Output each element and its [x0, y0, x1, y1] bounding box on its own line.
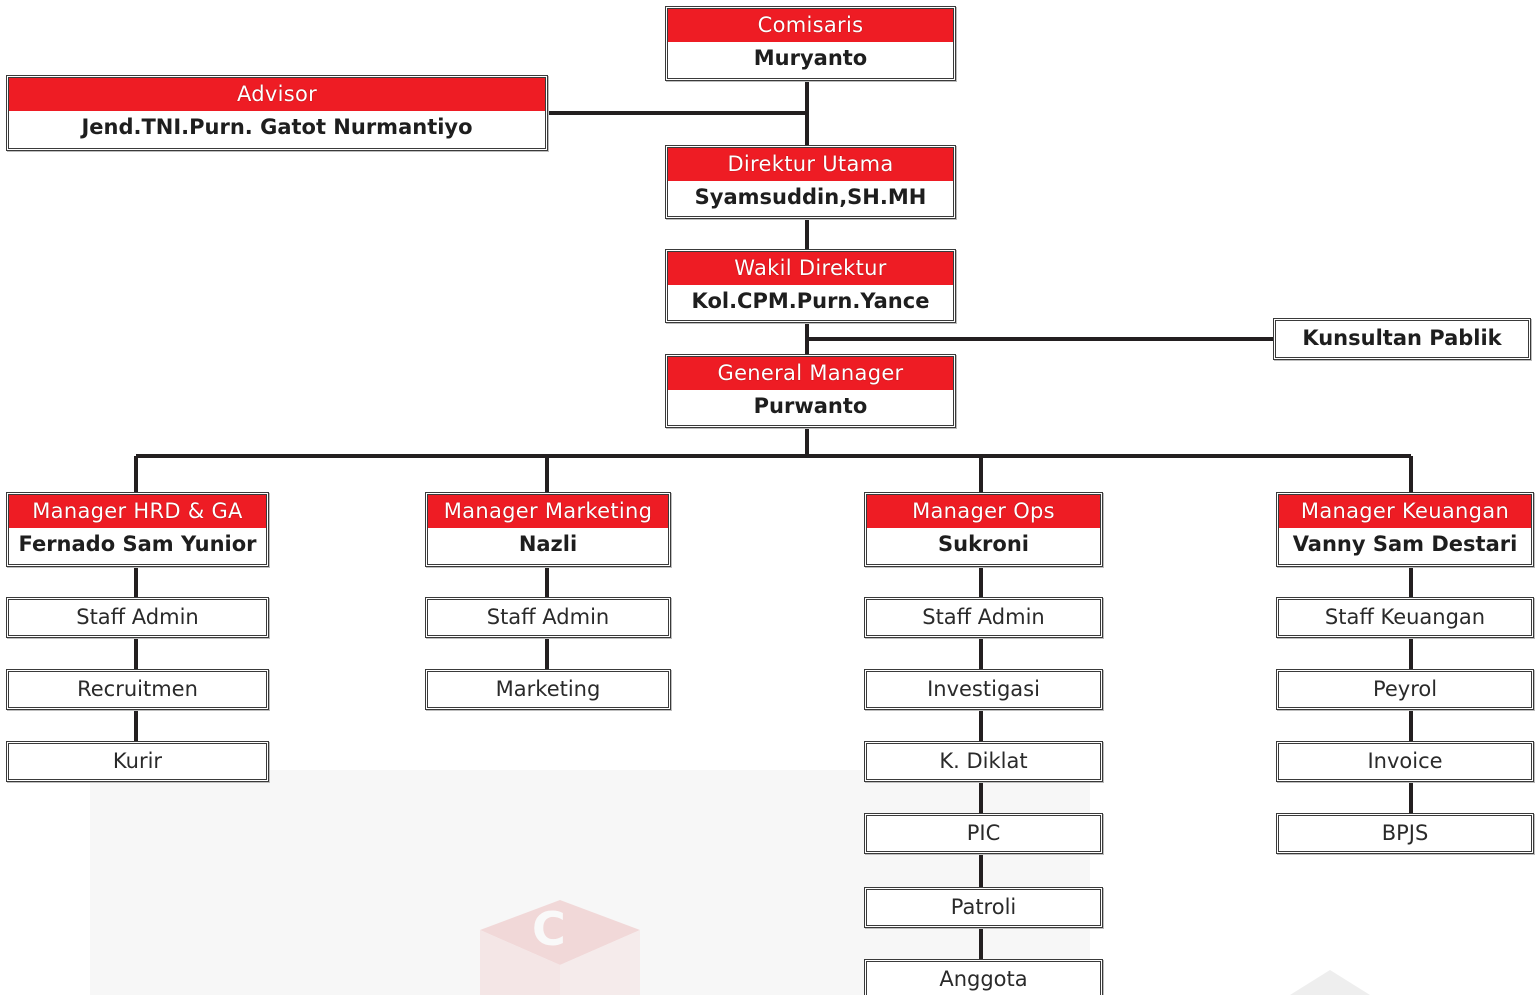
hrd-staff-box: Recruitmen [6, 669, 269, 710]
ops-staff-box: Anggota [864, 959, 1103, 995]
ops-staff-label: Investigasi [927, 677, 1040, 701]
wakil-direktur-name: Kol.CPM.Purn.Yance [691, 289, 930, 313]
keuangan-staff-box: Invoice [1276, 741, 1534, 782]
konsultan-box: Kunsultan Pablik [1273, 318, 1531, 360]
comisaris-title: Comisaris [668, 9, 953, 42]
keuangan-staff-label: Peyrol [1372, 677, 1438, 701]
wakil-direktur-title: Wakil Direktur [668, 252, 953, 285]
direktur-utama-name: Syamsuddin,SH.MH [694, 185, 927, 209]
keuangan-staff-box: BPJS [1276, 813, 1534, 854]
keuangan-staff-box: Staff Keuangan [1276, 597, 1534, 638]
ops-staff-box: Investigasi [864, 669, 1103, 710]
svg-text:C: C [532, 902, 566, 956]
manager-hrd-title: Manager HRD & GA [9, 495, 266, 528]
manager-marketing-box: Manager Marketing Nazli [425, 492, 671, 567]
marketing-staff-box: Marketing [425, 669, 671, 710]
manager-ops-name: Sukroni [938, 532, 1029, 556]
general-manager-box: General Manager Purwanto [665, 354, 956, 428]
marketing-staff-label: Marketing [495, 677, 601, 701]
ops-staff-box: K. Diklat [864, 741, 1103, 782]
keuangan-staff-label: Invoice [1367, 749, 1443, 773]
hrd-staff-box: Kurir [6, 741, 269, 782]
manager-marketing-title: Manager Marketing [428, 495, 668, 528]
ops-staff-label: K. Diklat [939, 749, 1028, 773]
ops-staff-label: Patroli [950, 895, 1017, 919]
keuangan-staff-label: Staff Keuangan [1324, 605, 1486, 629]
ops-staff-box: PIC [864, 813, 1103, 854]
konsultan-name: Kunsultan Pablik [1302, 326, 1502, 350]
manager-keuangan-box: Manager Keuangan Vanny Sam Destari [1276, 492, 1534, 567]
comisaris-name: Muryanto [753, 46, 868, 70]
marketing-staff-box: Staff Admin [425, 597, 671, 638]
ops-staff-box: Patroli [864, 887, 1103, 928]
ops-staff-label: Anggota [939, 967, 1028, 991]
manager-hrd-name: Fernado Sam Yunior [18, 532, 257, 556]
direktur-utama-title: Direktur Utama [668, 148, 953, 181]
comisaris-box: Comisaris Muryanto [665, 6, 956, 81]
keuangan-staff-label: BPJS [1381, 821, 1429, 845]
manager-keuangan-name: Vanny Sam Destari [1292, 532, 1518, 556]
ops-staff-label: Staff Admin [922, 605, 1045, 629]
manager-keuangan-title: Manager Keuangan [1279, 495, 1531, 528]
wakil-direktur-box: Wakil Direktur Kol.CPM.Purn.Yance [665, 249, 956, 323]
manager-hrd-box: Manager HRD & GA Fernado Sam Yunior [6, 492, 269, 567]
manager-marketing-name: Nazli [518, 532, 578, 556]
general-manager-title: General Manager [668, 357, 953, 390]
manager-ops-title: Manager Ops [867, 495, 1100, 528]
ops-staff-label: PIC [966, 821, 1001, 845]
advisor-name: Jend.TNI.Purn. Gatot Nurmantiyo [81, 115, 473, 139]
manager-ops-box: Manager Ops Sukroni [864, 492, 1103, 567]
ops-staff-box: Staff Admin [864, 597, 1103, 638]
advisor-title: Advisor [9, 78, 545, 111]
hrd-staff-box: Staff Admin [6, 597, 269, 638]
hrd-staff-label: Staff Admin [76, 605, 199, 629]
hrd-staff-label: Recruitmen [77, 677, 198, 701]
general-manager-name: Purwanto [753, 394, 868, 418]
watermark-graphic: C [90, 770, 1370, 995]
hrd-staff-label: Kurir [112, 749, 163, 773]
keuangan-staff-box: Peyrol [1276, 669, 1534, 710]
marketing-staff-label: Staff Admin [486, 605, 610, 629]
advisor-box: Advisor Jend.TNI.Purn. Gatot Nurmantiyo [6, 75, 548, 151]
direktur-utama-box: Direktur Utama Syamsuddin,SH.MH [665, 145, 956, 219]
